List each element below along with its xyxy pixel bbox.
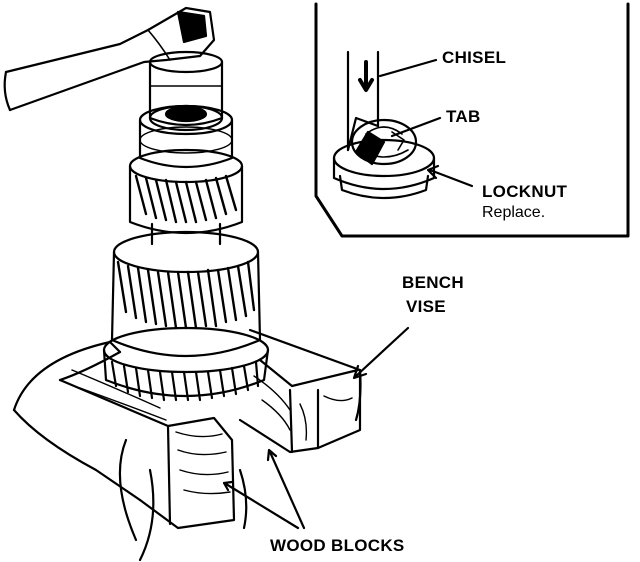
- lower-gear-icon: [102, 230, 270, 402]
- upper-gear-icon: [128, 148, 244, 235]
- bench-vise-leader: [352, 326, 410, 380]
- bench-vise-icon: [12, 328, 362, 562]
- wood-blocks-leader-right: [266, 448, 306, 530]
- bearing-icon: [138, 104, 234, 169]
- bench-label: BENCH: [402, 273, 464, 292]
- wood-blocks-leader-left: [222, 480, 300, 530]
- inset-frame: [314, 2, 630, 238]
- tab-label: TAB: [446, 107, 481, 126]
- wrench-icon: [3, 6, 216, 112]
- locknut-leader: [426, 164, 474, 188]
- locknut-label: LOCKNUT: [482, 182, 568, 201]
- chisel-icon: [346, 50, 380, 152]
- chisel-label: CHISEL: [442, 48, 507, 67]
- locknut-note: Replace.: [482, 204, 546, 221]
- wood-block-right: [253, 375, 353, 441]
- locknut-icon: [332, 118, 436, 200]
- vise-label: VISE: [406, 297, 446, 316]
- wood-block-left: [71, 369, 231, 495]
- tab-leader: [390, 116, 442, 138]
- chisel-leader: [378, 58, 438, 78]
- wood-blocks-label: WOOD BLOCKS: [270, 536, 405, 555]
